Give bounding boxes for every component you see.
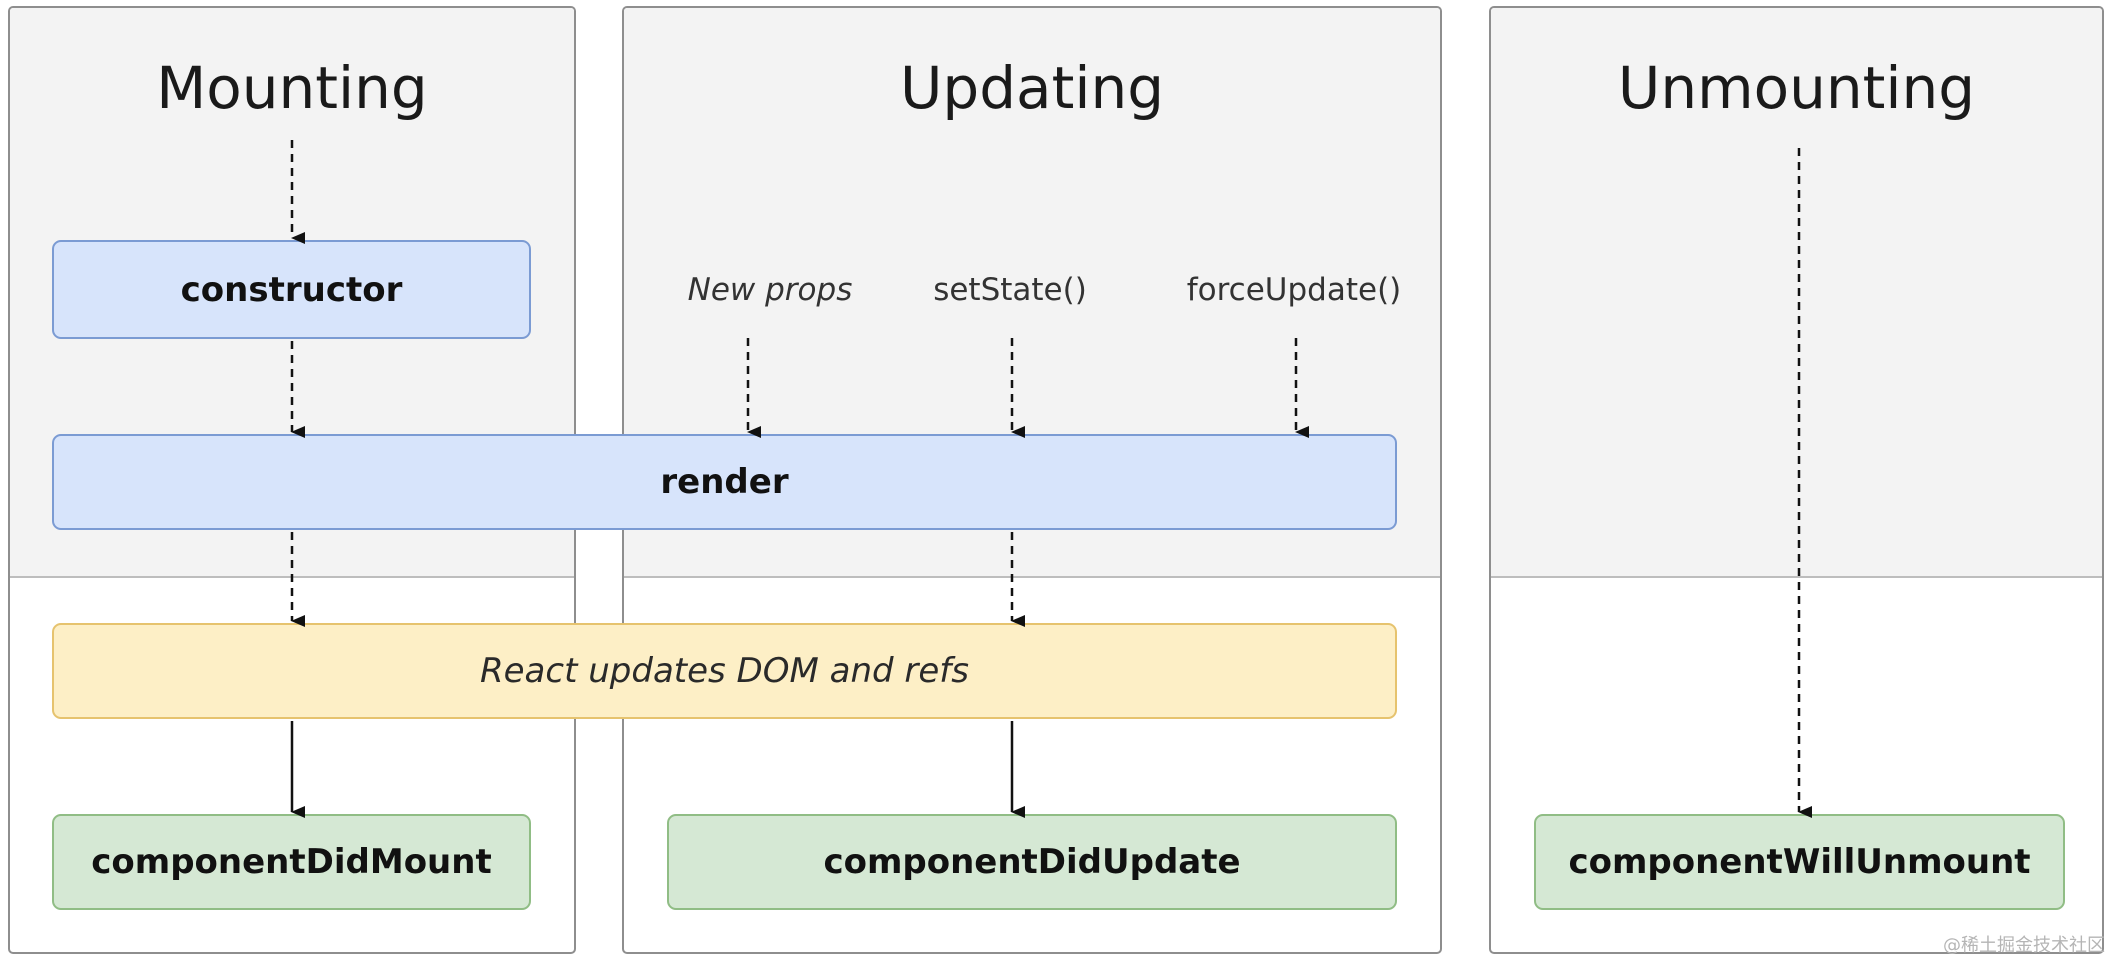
trigger-set-state: setState(): [933, 272, 1087, 308]
trigger-force-update: forceUpdate(): [1186, 272, 1402, 308]
component-will-unmount-label: componentWillUnmount: [1568, 842, 2031, 882]
unmounting-panel: Unmounting: [1489, 6, 2104, 954]
render-label: render: [660, 462, 789, 502]
component-will-unmount-box: componentWillUnmount: [1534, 814, 2065, 910]
unmounting-title: Unmounting: [1617, 54, 1976, 122]
component-did-mount-box: componentDidMount: [52, 814, 531, 910]
dom-update-box: React updates DOM and refs: [52, 623, 1397, 719]
component-did-mount-label: componentDidMount: [91, 842, 492, 882]
dom-update-label: React updates DOM and refs: [480, 651, 969, 691]
updating-title: Updating: [899, 54, 1165, 122]
mounting-title: Mounting: [156, 54, 428, 122]
component-did-update-label: componentDidUpdate: [823, 842, 1241, 882]
unmounting-render-phase-area: [1491, 8, 2102, 578]
trigger-new-props: New props: [687, 272, 853, 308]
component-did-update-box: componentDidUpdate: [667, 814, 1397, 910]
watermark: @稀土掘金技术社区: [1943, 935, 2105, 956]
render-box: render: [52, 434, 1397, 530]
constructor-label: constructor: [180, 269, 403, 310]
constructor-box: constructor: [52, 240, 531, 339]
